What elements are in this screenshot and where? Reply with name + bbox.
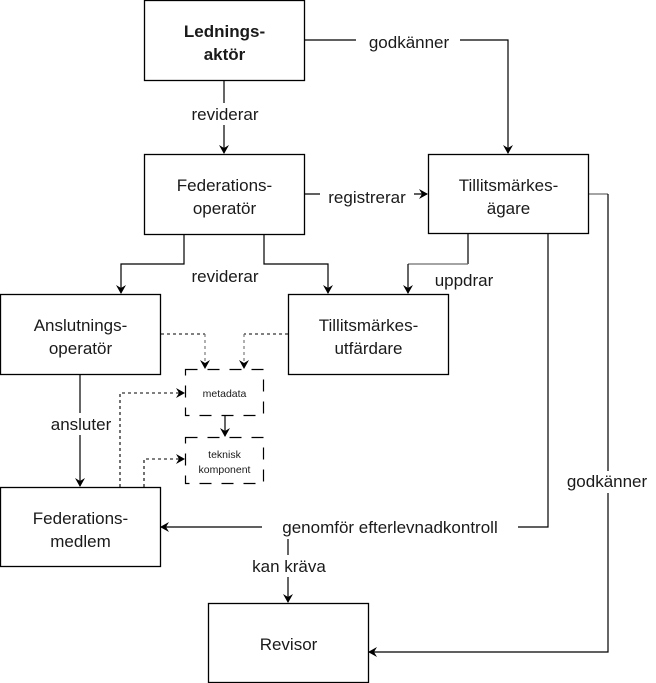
edge-federationsoperator-tillitsmarkesagare: registrerar [304,186,428,207]
edge-line-to-anslutningsoperator [116,234,185,294]
node-anslutningsoperator[interactable]: Anslutnings- operatör [0,293,162,376]
node-tillitsmarkesagare[interactable]: Tillitsmärkes- ägare [427,153,590,235]
node-label-line-2: operatör [49,339,113,358]
node-label: Revisor [260,635,318,654]
node-box [143,0,306,82]
node-box-dashed [184,436,265,485]
label-background [262,517,518,539]
edge-anslutningsoperator-federationsmedlem: ansluter [44,374,118,487]
label-background [320,186,414,206]
edge-label-registrerar: registrerar [328,188,406,207]
node-label-line-2: operatör [193,199,257,218]
edge-label-kan-krava: kan kräva [252,557,326,576]
dotted-connectors [119,333,288,487]
node-box [427,153,590,235]
edge-label-uppdrar: uppdrar [435,271,494,290]
node-box [143,153,306,236]
edge-line [304,39,513,154]
edge-tillitsmarkesagare-revisor: godkänner [368,193,656,657]
node-box [287,293,450,376]
node-label-line-1: Anslutnings- [34,316,128,335]
edge-tillitsmarkesagare-federationsmedlem: genomför efterlevnadkontroll [160,233,549,539]
node-federationsoperator[interactable]: Federations- operatör [143,153,306,236]
edge-label-godkanner-top: godkänner [369,33,450,52]
edge-line-to-tillitsmarkesutfardare [263,234,333,294]
label-background [244,555,334,577]
node-box [0,486,162,568]
node-box [207,602,370,683]
label-background [44,413,118,435]
node-metadata[interactable]: metadata [184,368,265,417]
edge-line [368,194,609,657]
edge-tillitsmarkesagare-tillitsmarkesutfardare: uppdrar [403,233,494,294]
dotted-federationsmedlem-teknisk-komponent [143,454,185,487]
edge-label-reviderar-top: reviderar [191,105,258,124]
node-label-line-1: Tillitsmärkes- [319,316,418,335]
node-label-line-2: utfärdare [334,339,402,358]
node-teknisk-komponent[interactable]: teknisk komponent [184,436,265,485]
node-box-dashed [184,368,265,417]
node-label-line-1: Tillitsmärkes- [459,176,558,195]
node-ledningsaktor[interactable]: Lednings- aktör [143,0,306,82]
label-background [356,31,460,51]
edge-ledningsaktor-tillitsmarkesagare: godkänner [304,31,513,154]
node-label-line-2: ägare [487,199,530,218]
node-box [0,293,162,376]
node-revisor[interactable]: Revisor [207,602,370,683]
node-label-line-1: Lednings- [184,22,265,41]
dotted-federationsmedlem-metadata [119,388,185,487]
node-label-line-1: Federations- [33,509,128,528]
edge-label-reviderar-middle: reviderar [191,267,258,286]
edge-label-ansluter: ansluter [51,415,112,434]
label-background [560,471,656,493]
node-label-line-2: medlem [50,532,110,551]
node-label-line-2: aktör [204,45,246,64]
node-label-line-2: komponent [199,464,251,476]
node-tillitsmarkesutfardare[interactable]: Tillitsmärkes- utfärdare [287,293,450,376]
label-background [182,103,268,125]
edge-federationsoperator-reviderar-split: reviderar [116,234,333,294]
edge-label-genomfor-efterlevnadkontroll: genomför efterlevnadkontroll [282,518,497,537]
node-federationsmedlem[interactable]: Federations- medlem [0,486,162,568]
edge-kontroll-revisor: kan kräva [244,539,334,603]
edge-ledningsaktor-federationsoperator: reviderar [182,80,268,154]
edge-label-godkanner-right: godkänner [567,472,648,491]
node-label: metadata [203,388,247,400]
node-label-line-1: Federations- [177,176,272,195]
node-label-line-1: teknisk [208,449,241,461]
